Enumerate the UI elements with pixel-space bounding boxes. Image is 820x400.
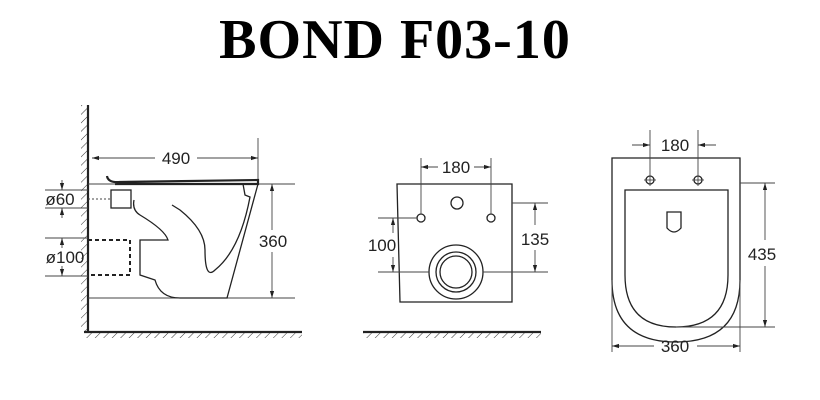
front-view: 180 100 135 — [363, 158, 549, 338]
mount-hole-right — [692, 174, 704, 186]
floor-hatch — [84, 332, 302, 338]
outlet-diameter-label: ø100 — [46, 248, 85, 267]
outlet-height-label: 100 — [368, 236, 396, 255]
top-outline — [611, 157, 741, 343]
top-length-label: 435 — [748, 245, 776, 264]
side-view: 490 360 ø60 ø100 — [45, 105, 302, 338]
top-spacing-label: 180 — [661, 136, 689, 155]
side-height-label: 360 — [259, 232, 287, 251]
mount-height-label: 135 — [521, 230, 549, 249]
mount-hole-left — [644, 174, 656, 186]
seat-outline — [624, 189, 729, 328]
product-title: BOND F03-10 — [219, 9, 571, 71]
inlet-diameter-label: ø60 — [45, 190, 74, 209]
seat-profile — [105, 175, 260, 186]
wall-hatch — [81, 105, 88, 332]
bowl-outline — [132, 183, 259, 299]
side-width-label: 490 — [162, 149, 190, 168]
flush-oval — [666, 211, 682, 233]
front-spacing-label: 180 — [442, 158, 470, 177]
outlet-pipe-dashed — [88, 239, 131, 276]
bowl-inner — [171, 183, 251, 274]
top-width-label: 360 — [661, 337, 689, 356]
front-body — [396, 183, 513, 303]
outlet-circle — [428, 244, 484, 300]
top-view: 180 435 360 — [611, 130, 776, 356]
